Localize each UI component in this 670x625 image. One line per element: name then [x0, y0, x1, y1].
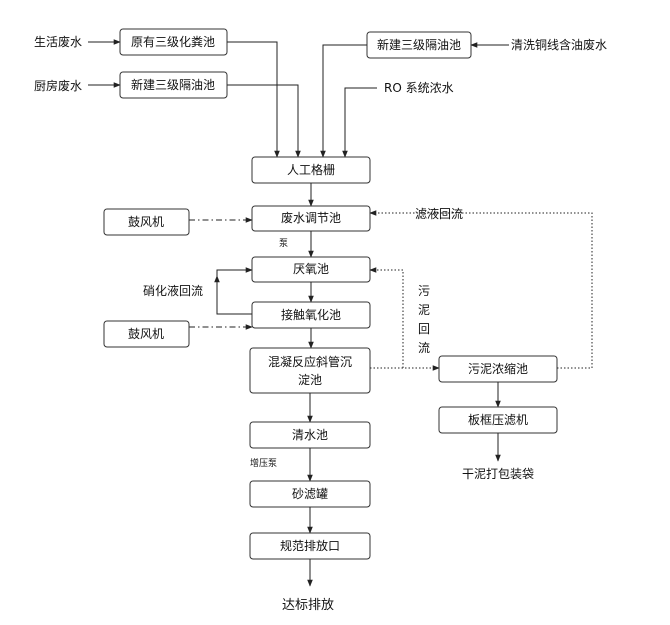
svg-text:原有三级化粪池: 原有三级化粪池 — [131, 35, 215, 49]
arrow-ro-concentrate-to-screen — [342, 87, 377, 158]
label-pump: 泵 — [279, 238, 288, 249]
box-coagulation-sedimentation-tank: 混凝反应斜管沉 淀池 — [249, 347, 371, 394]
label-sludge-return-4: 流 — [418, 341, 430, 355]
svg-text:新建三级隔油池: 新建三级隔油池 — [377, 37, 461, 52]
label-sludge-return-3: 回 — [418, 322, 430, 336]
box-blower-2: 鼓风机 — [103, 320, 190, 348]
arrow-filtrate-return-to-equalization — [369, 210, 593, 369]
arrow-septic-to-screen — [227, 41, 280, 158]
arrow-grease-trap-kitchen-to-screen — [227, 84, 301, 158]
box-sand-filter: 砂滤罐 — [249, 480, 371, 508]
svg-text:人工格栅: 人工格栅 — [287, 162, 335, 177]
svg-text:接触氧化池: 接触氧化池 — [281, 307, 341, 322]
svg-text:规范排放口: 规范排放口 — [280, 538, 340, 553]
box-clear-water-tank: 清水池 — [249, 421, 371, 449]
label-kitchen-wastewater: 厨房废水 — [34, 78, 82, 93]
box-anoxic-tank: 厌氧池 — [251, 256, 371, 283]
box-blower-1: 鼓风机 — [103, 208, 190, 236]
svg-text:鼓风机: 鼓风机 — [128, 327, 164, 341]
svg-text:混凝反应斜管沉: 混凝反应斜管沉 — [268, 354, 352, 369]
svg-text:清水池: 清水池 — [292, 428, 328, 442]
box-contact-oxidation-tank: 接触氧化池 — [251, 301, 371, 329]
label-booster-pump: 增压泵 — [250, 457, 277, 469]
label-nitrate-return: 硝化液回流 — [143, 283, 203, 298]
svg-text:废水调节池: 废水调节池 — [281, 210, 341, 225]
label-dry-sludge: 干泥打包装袋 — [462, 467, 534, 481]
box-sludge-thickener: 污泥浓缩池 — [438, 355, 558, 383]
svg-text:砂滤罐: 砂滤罐 — [292, 487, 328, 501]
svg-text:厌氧池: 厌氧池 — [293, 262, 329, 276]
label-sludge-return-1: 污 — [418, 284, 430, 298]
label-final-discharge: 达标排放 — [282, 598, 334, 613]
svg-text:淀池: 淀池 — [298, 373, 322, 387]
box-equalization-tank: 废水调节池 — [251, 205, 371, 232]
svg-text:污泥浓缩池: 污泥浓缩池 — [468, 361, 528, 376]
box-manual-screen: 人工格栅 — [251, 156, 371, 184]
arrow-grease-trap-wash-to-screen — [320, 44, 367, 158]
svg-text:板框压滤机: 板框压滤机 — [468, 413, 528, 427]
box-grease-trap-kitchen: 新建三级隔油池 — [119, 71, 228, 99]
arrow-nitrate-return — [216, 267, 253, 315]
label-domestic-wastewater: 生活废水 — [34, 34, 82, 49]
svg-text:新建三级隔油池: 新建三级隔油池 — [131, 77, 215, 92]
label-wash-oily-wastewater: 清洗铜线含油废水 — [511, 37, 607, 52]
box-grease-trap-wash: 新建三级隔油池 — [366, 31, 472, 59]
box-discharge-outlet: 规范排放口 — [249, 532, 371, 560]
label-sludge-return-2: 泥 — [418, 303, 430, 317]
label-filtrate-return: 滤液回流 — [415, 206, 463, 221]
box-filter-press: 板框压滤机 — [438, 406, 558, 434]
svg-text:鼓风机: 鼓风机 — [128, 215, 164, 229]
arrow-sludge-return-to-anoxic — [369, 267, 404, 368]
box-septic-tank: 原有三级化粪池 — [119, 28, 228, 56]
label-ro-concentrate: RO 系统浓水 — [384, 81, 454, 95]
